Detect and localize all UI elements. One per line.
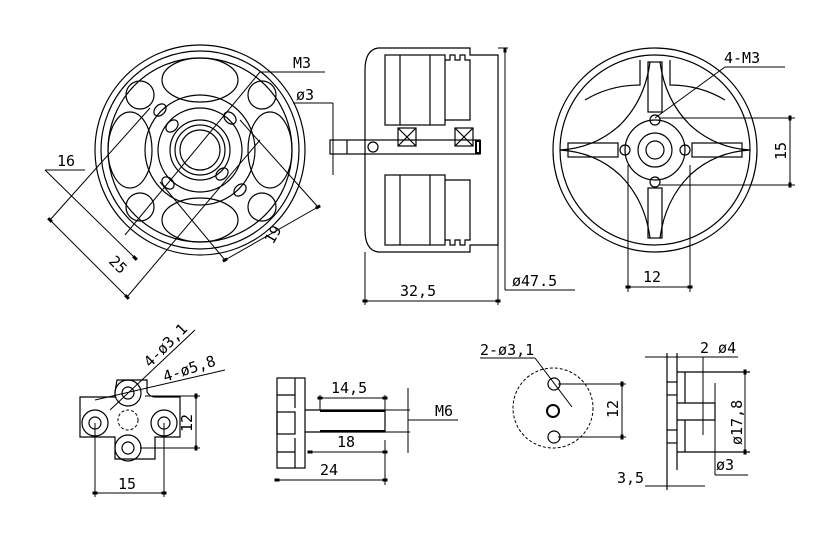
rear-view: 4-M3 15 12 (552, 47, 795, 292)
dim-15-label: 15 (772, 142, 790, 160)
dim-2-d4-label: 2 ø4 (700, 339, 736, 357)
bore-label: ø3 (716, 456, 734, 474)
m3-label: M3 (293, 54, 311, 72)
side-view: 32,5 ø47.5 (329, 47, 575, 305)
disc-dim-12-label: 12 (604, 400, 622, 418)
thread-label: M6 (435, 402, 453, 420)
prop-adapter: M6 14,5 18 24 (274, 377, 458, 485)
dim-19-label: 19 (261, 222, 286, 247)
disc-side: 2 ø4 ø3 ø17,8 3,5 (617, 339, 750, 490)
shaft-diameter-label: ø3 (296, 86, 314, 104)
length-label: 32,5 (400, 282, 436, 300)
cross-dim-15-label: 15 (118, 475, 136, 493)
dim-24-label: 24 (320, 461, 338, 479)
dim-25-label: 25 (105, 252, 131, 278)
dim-12-label: 12 (643, 268, 661, 286)
cross-mount: 4-ø3,1 4-ø5,8 12 15 (79, 320, 226, 497)
dim-18-label: 18 (337, 433, 355, 451)
dim-16-label: 16 (57, 152, 75, 170)
front-view: M3 ø3 16 25 19 (44, 44, 334, 300)
disc-diameter-label: ø17,8 (728, 400, 746, 445)
diameter-label: ø47.5 (512, 272, 557, 290)
cross-dim-12-label: 12 (178, 414, 196, 432)
disc-mount: 2-ø3,1 12 (480, 341, 626, 449)
dim-14-5-label: 14,5 (331, 379, 367, 397)
large-holes-label: 4-ø5,8 (161, 352, 218, 386)
disc-holes-label: 2-ø3,1 (480, 341, 534, 359)
holes-label: 4-M3 (724, 49, 760, 67)
thickness-label: 3,5 (617, 469, 644, 487)
